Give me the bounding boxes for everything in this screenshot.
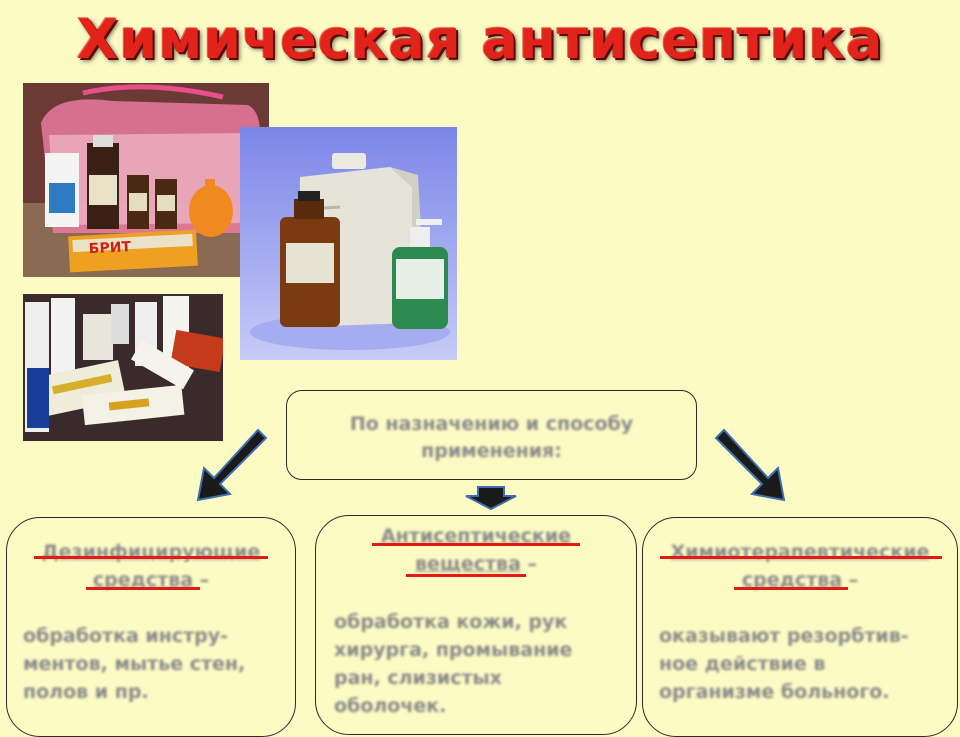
category-description: оказывают резорбтив- ное действие в орга… [659, 625, 909, 703]
underline-decoration [86, 587, 200, 590]
category-description: обработка инстру- ментов, мытье стен, по… [23, 625, 246, 703]
category-description: обработка кожи, рук хирурга, промывание … [334, 611, 573, 717]
arrow-down-icon [465, 486, 517, 510]
photo-ointment-tubes [23, 294, 223, 441]
underline-decoration [734, 587, 848, 590]
underline-decoration [34, 556, 268, 559]
category-box-antiseptics: Антисептические вещества – обработка кож… [315, 515, 637, 735]
arrow-right-down-icon [714, 428, 786, 502]
category-title: Дезинфицирующие средства – [41, 541, 261, 591]
photo-box-label: БРИТ [88, 239, 131, 257]
category-box-disinfectants: Дезинфицирующие средства – обработка инс… [6, 517, 296, 737]
photo-first-aid-kit: БРИТ [23, 83, 269, 277]
arrow-left-down-icon [196, 428, 268, 502]
category-box-chemotherapeutics: Химиотерапевтические средства – оказываю… [642, 517, 958, 737]
classification-header-text: По назначению и способу применения: [349, 413, 634, 462]
slide-title: Химическая антисептика [76, 8, 884, 71]
classification-header-box: По назначению и способу применения: [286, 390, 697, 480]
underline-decoration [372, 543, 580, 546]
category-title: Химиотерапевтические средства – [670, 541, 930, 591]
photo-antiseptic-bottles [240, 127, 457, 360]
underline-decoration [406, 574, 526, 577]
underline-decoration [660, 556, 942, 559]
category-title: Антисептические вещества – [380, 525, 572, 575]
